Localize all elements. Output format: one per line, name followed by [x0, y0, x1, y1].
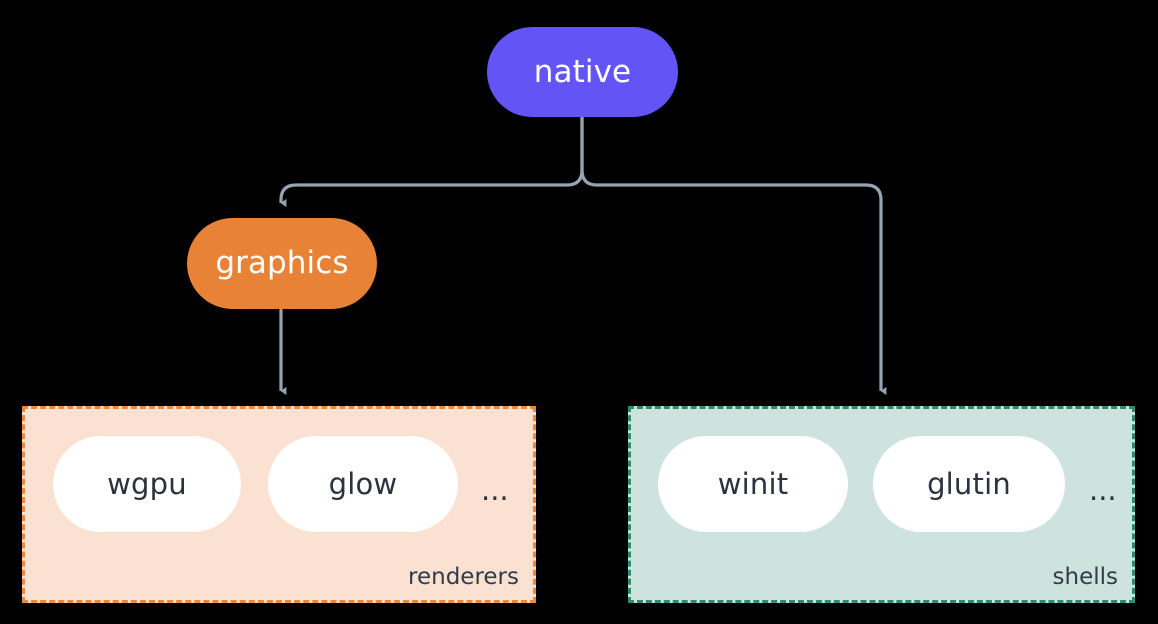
- node-graphics[interactable]: graphics: [187, 218, 377, 309]
- chip-wgpu[interactable]: wgpu: [53, 436, 241, 532]
- group-renderers-label: renderers: [408, 564, 519, 591]
- group-renderers: wgpu glow ... renderers: [22, 406, 536, 603]
- shells-overflow-ellipsis: ...: [1089, 473, 1117, 507]
- chip-glutin[interactable]: glutin: [873, 436, 1065, 532]
- node-graphics-label: graphics: [215, 245, 349, 281]
- chip-glutin-label: glutin: [927, 466, 1011, 501]
- edge-native-to-shells: [580, 117, 887, 396]
- chip-glow-label: glow: [328, 466, 398, 501]
- group-shells-label: shells: [1052, 564, 1118, 591]
- renderers-overflow-ellipsis: ...: [481, 473, 509, 507]
- chip-glow[interactable]: glow: [268, 436, 458, 532]
- edge-native-to-graphics: [279, 117, 584, 208]
- group-shells: winit glutin ... shells: [628, 406, 1135, 603]
- chip-winit[interactable]: winit: [658, 436, 848, 532]
- node-native-label: native: [533, 53, 632, 90]
- node-native[interactable]: native: [487, 27, 678, 117]
- chip-wgpu-label: wgpu: [107, 466, 187, 501]
- chip-winit-label: winit: [717, 466, 789, 501]
